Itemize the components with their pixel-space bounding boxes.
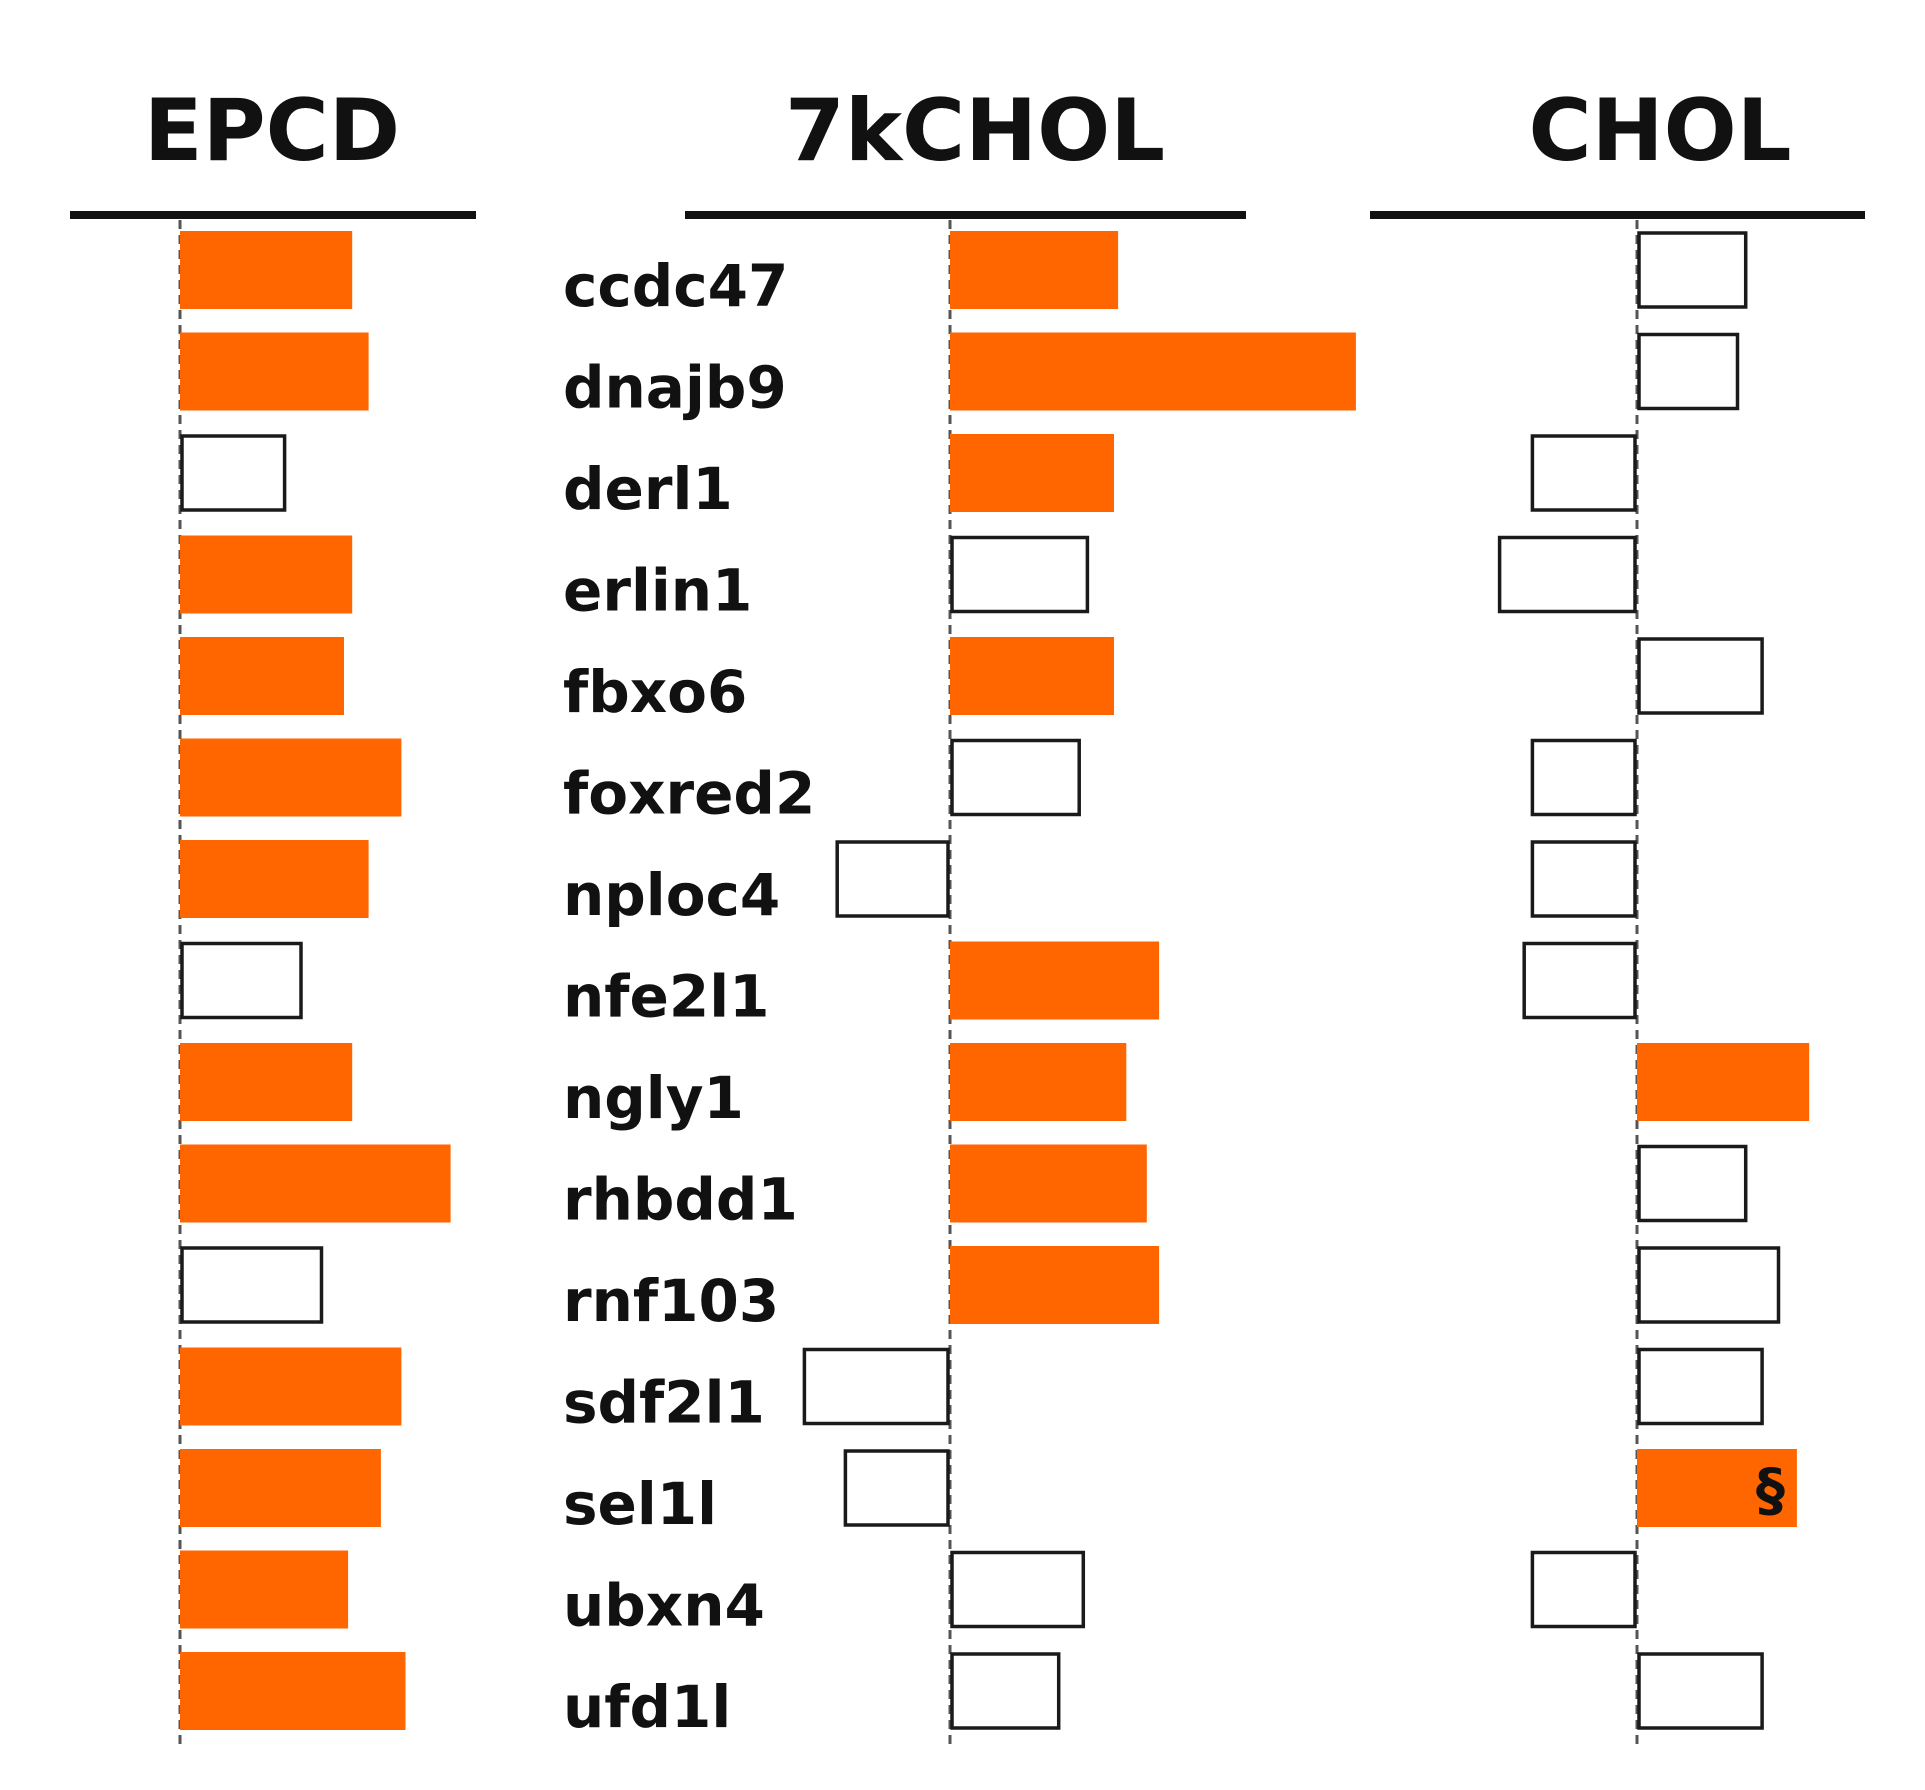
gene-label-derl1: derl1 — [563, 455, 733, 523]
bar-chol-ccdc47 — [1637, 231, 1748, 309]
bar-7kchol-rnf103 — [950, 1246, 1160, 1324]
bar-7kchol-derl1 — [950, 434, 1114, 512]
bar-7kchol-erlin1 — [950, 535, 1090, 614]
gene-label-nfe2l1: nfe2l1 — [563, 963, 769, 1031]
bar-7kchol-ngly1 — [950, 1043, 1127, 1121]
bar-chol-nploc4 — [1530, 840, 1637, 918]
bar-epcd-foxred2 — [180, 738, 402, 817]
bar-epcd-ufd1l — [180, 1652, 406, 1730]
panel-chol: CHOL § — [1370, 81, 1865, 1745]
gene-label-rhbdd1: rhbdd1 — [563, 1166, 798, 1234]
bar-epcd-sel1l — [180, 1449, 381, 1527]
annotation-chol-sel1l: § — [1756, 1456, 1785, 1524]
bar-7kchol-nploc4 — [835, 840, 950, 918]
bar-chol-nfe2l1 — [1522, 941, 1637, 1020]
bar-chol-rhbdd1 — [1637, 1144, 1748, 1223]
bar-chol-erlin1 — [1497, 535, 1637, 614]
bar-chol-rnf103 — [1637, 1246, 1781, 1324]
bar-7kchol-sdf2l1 — [802, 1347, 950, 1426]
bar-chol-sel1l — [1637, 1449, 1797, 1527]
bar-7kchol-sel1l — [843, 1449, 950, 1527]
bar-7kchol-rhbdd1 — [950, 1144, 1147, 1223]
gene-label-fbxo6: fbxo6 — [563, 658, 747, 726]
bar-chol-ngly1 — [1637, 1043, 1810, 1121]
bar-epcd-ngly1 — [180, 1043, 353, 1121]
panel-7kchol: 7kCHOL — [685, 81, 1356, 1745]
bar-epcd-ccdc47 — [180, 231, 353, 309]
bar-chol-dnajb9 — [1637, 332, 1740, 411]
bar-chol-sdf2l1 — [1637, 1347, 1764, 1426]
bar-epcd-nploc4 — [180, 840, 369, 918]
gene-label-foxred2: foxred2 — [563, 760, 815, 828]
bar-chol-fbxo6 — [1637, 637, 1764, 715]
gene-label-ubxn4: ubxn4 — [563, 1572, 765, 1640]
bar-epcd-dnajb9 — [180, 332, 369, 411]
bar-epcd-rhbdd1 — [180, 1144, 451, 1223]
bar-7kchol-dnajb9 — [950, 332, 1356, 411]
panel-title-7kchol: 7kCHOL — [785, 81, 1165, 181]
gene-label-rnf103: rnf103 — [563, 1267, 779, 1335]
gene-label-erlin1: erlin1 — [563, 557, 752, 625]
gene-label-ufd1l: ufd1l — [563, 1673, 731, 1741]
bar-chol-ufd1l — [1637, 1652, 1764, 1730]
bar-epcd-sdf2l1 — [180, 1347, 402, 1426]
bar-epcd-ubxn4 — [180, 1550, 349, 1629]
gene-label-sdf2l1: sdf2l1 — [563, 1369, 765, 1437]
bar-7kchol-ccdc47 — [950, 231, 1119, 309]
gene-label-ccdc47: ccdc47 — [563, 252, 788, 320]
gene-label-ngly1: ngly1 — [563, 1064, 744, 1132]
gene-labels: ccdc47 dnajb9 derl1 erlin1 fbxo6 foxred2 nploc… — [563, 252, 815, 1741]
panel-epcd: EPCD — [70, 81, 476, 1745]
bar-epcd-derl1 — [180, 434, 287, 512]
bar-chol-foxred2 — [1530, 738, 1637, 817]
bar-7kchol-fbxo6 — [950, 637, 1114, 715]
bar-epcd-fbxo6 — [180, 637, 344, 715]
gene-label-dnajb9: dnajb9 — [563, 354, 787, 422]
bars-epcd — [180, 231, 451, 1730]
bars-chol: § — [1497, 231, 1810, 1730]
panel-title-epcd: EPCD — [144, 81, 400, 181]
bar-epcd-erlin1 — [180, 535, 353, 614]
bar-epcd-rnf103 — [180, 1246, 324, 1324]
bar-7kchol-nfe2l1 — [950, 941, 1160, 1020]
bar-7kchol-foxred2 — [950, 738, 1081, 817]
bars-7kchol — [802, 231, 1356, 1730]
bar-chol-ubxn4 — [1530, 1550, 1637, 1629]
gene-label-nploc4: nploc4 — [563, 861, 780, 929]
panel-title-chol: CHOL — [1529, 81, 1792, 181]
bar-7kchol-ubxn4 — [950, 1550, 1086, 1629]
bar-7kchol-ufd1l — [950, 1652, 1061, 1730]
bar-epcd-nfe2l1 — [180, 941, 303, 1020]
gene-label-sel1l: sel1l — [563, 1470, 717, 1538]
bar-chol-derl1 — [1530, 434, 1637, 512]
